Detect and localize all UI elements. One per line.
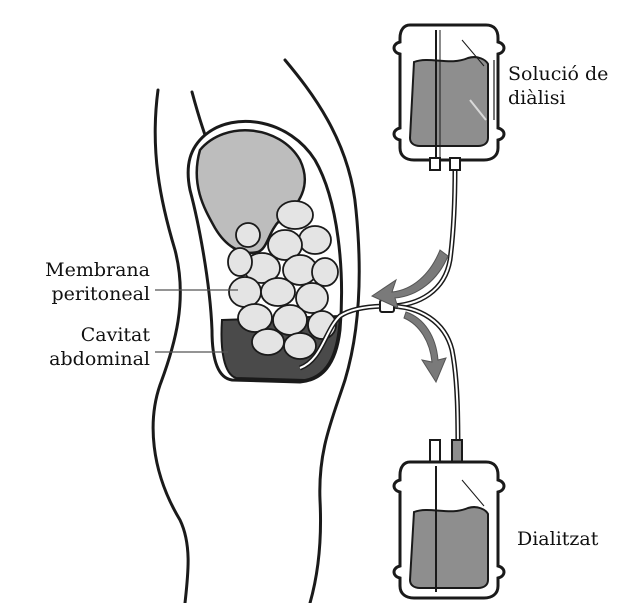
peritoneal-membrane-line2: peritoneal: [0, 282, 150, 306]
abdominal-cavity-label: Cavitat abdominal: [0, 323, 150, 371]
dialysate-bag: [394, 440, 504, 598]
solution-bag: [394, 25, 504, 170]
abdominal-cavity-line1: Cavitat: [0, 323, 150, 347]
abdominal-cavity-line2: abdominal: [0, 347, 150, 371]
peritoneal-membrane-line1: Membrana: [0, 258, 150, 282]
inflow-arrow: [372, 250, 448, 308]
outflow-arrow: [404, 312, 446, 382]
dialysate-label: Dialitzat: [517, 527, 598, 551]
dialysis-solution-line2: diàlisi: [508, 86, 608, 110]
dialysis-solution-line1: Solució de: [508, 62, 608, 86]
peritoneal-membrane-label: Membrana peritoneal: [0, 258, 150, 306]
dialysis-solution-label: Solució de diàlisi: [508, 62, 608, 110]
